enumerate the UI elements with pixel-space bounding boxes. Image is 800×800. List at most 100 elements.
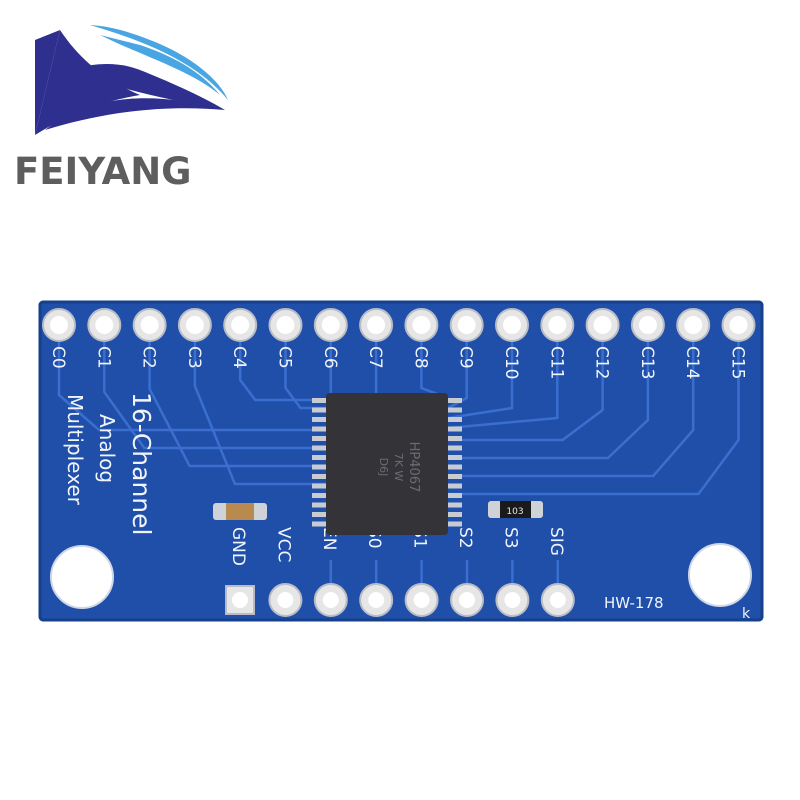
- label-c0: C0: [48, 346, 68, 369]
- trace-c10: [447, 340, 514, 420]
- chip-leg-left: [312, 436, 328, 441]
- board-title-line2: Analog: [95, 414, 119, 483]
- chip-leg-right: [446, 407, 462, 413]
- label-c10: C10: [501, 346, 521, 380]
- pad-hole-vcc: [277, 592, 294, 608]
- pad-hole-c4: [231, 316, 250, 334]
- chip-leg-left: [312, 474, 328, 479]
- chip-leg-left: [312, 483, 328, 489]
- trace-c2: [148, 340, 326, 468]
- label-s2: S2: [455, 527, 475, 549]
- trace-c13: [448, 340, 650, 460]
- label-c2: C2: [139, 346, 159, 369]
- chip-leg-left: [312, 426, 328, 432]
- pad-hole-en: [322, 592, 339, 608]
- chip: HP4067 7K W D6J: [312, 393, 462, 535]
- label-c7: C7: [365, 346, 385, 369]
- label-c14: C14: [682, 346, 702, 380]
- label-c6: C6: [320, 346, 340, 369]
- chip-leg-right: [446, 493, 462, 498]
- chip-leg-left: [312, 417, 328, 422]
- pad-hole-c2: [140, 316, 159, 334]
- label-c15: C15: [728, 346, 748, 380]
- mounting-holes: [50, 543, 752, 609]
- board-title-line1: 16-Channel: [127, 392, 156, 535]
- resistor-label: 103: [506, 507, 523, 517]
- label-c9: C9: [456, 346, 476, 369]
- chip-leg-right: [446, 436, 462, 441]
- feiyang-logo-icon: [35, 25, 228, 135]
- pad-hole-c8: [412, 316, 431, 334]
- chip-leg-left: [312, 521, 328, 527]
- pad-hole-c15: [729, 316, 748, 334]
- capacitor: [213, 503, 267, 520]
- chip-leg-right: [446, 512, 462, 517]
- board-title-line3: Multiplexer: [63, 394, 87, 506]
- chip-leg-right: [446, 464, 462, 470]
- chip-leg-right: [446, 455, 462, 460]
- pad-hole-s0: [368, 592, 385, 608]
- label-c1: C1: [93, 346, 113, 369]
- brand-name: FEIYANG: [14, 150, 192, 193]
- pad-hole-s2: [459, 592, 475, 608]
- chip-leg-right: [446, 398, 462, 403]
- chip-leg-left: [312, 493, 328, 498]
- pad-hole-c6: [321, 316, 340, 334]
- chip-leg-right: [446, 426, 462, 432]
- mounting-hole-right: [688, 543, 752, 607]
- chip-leg-left: [312, 502, 328, 508]
- pad-hole-c12: [593, 316, 612, 334]
- label-gnd: GND: [228, 527, 248, 566]
- chip-leg-left: [312, 407, 328, 413]
- pad-hole-c5: [276, 316, 295, 334]
- label-c4: C4: [229, 346, 249, 369]
- trace-c11: [447, 340, 559, 430]
- pad-hole-s3: [504, 592, 521, 608]
- trace-c3: [193, 340, 326, 486]
- label-c8: C8: [410, 346, 430, 369]
- chip-marking-3: D6J: [377, 458, 390, 477]
- board-model-label: HW-178: [604, 594, 664, 612]
- pad-hole-c1: [95, 316, 114, 334]
- trace-c14: [448, 340, 695, 478]
- pad-hole-c14: [684, 316, 703, 334]
- pad-hole-gnd: [232, 592, 248, 608]
- trace-c12: [448, 340, 604, 442]
- chip-leg-right: [446, 521, 462, 527]
- pad-hole-c13: [638, 316, 657, 334]
- pad-hole-c3: [185, 316, 204, 334]
- chip-body: [326, 393, 448, 535]
- chip-leg-right: [446, 474, 462, 479]
- chip-leg-right: [446, 445, 462, 451]
- trace-c1: [103, 340, 326, 450]
- chip-leg-right: [446, 483, 462, 489]
- pad-hole-c0: [50, 316, 68, 334]
- chip-leg-right: [446, 502, 462, 508]
- corner-mark: k: [742, 606, 751, 622]
- chip-marking-1: HP4067: [406, 442, 421, 493]
- pad-hole-c11: [548, 316, 567, 334]
- chip-leg-left: [312, 512, 328, 517]
- trace-c9: [447, 340, 468, 410]
- chip-leg-left: [312, 464, 328, 470]
- chip-leg-right: [446, 417, 462, 422]
- pad-hole-s1: [413, 592, 430, 608]
- label-s3: S3: [500, 527, 520, 549]
- mounting-hole-left: [50, 545, 114, 609]
- trace-c15: [448, 340, 740, 496]
- label-vcc: VCC: [273, 527, 293, 562]
- resistor: 103: [488, 501, 543, 518]
- chip-leg-left: [312, 398, 328, 403]
- chip-leg-left: [312, 445, 328, 451]
- pad-hole-c10: [503, 316, 521, 334]
- label-sig: SIG: [546, 527, 566, 556]
- chip-leg-left: [312, 455, 328, 460]
- pad-hole-c9: [457, 316, 476, 334]
- trace-c4: [238, 340, 326, 402]
- label-c3: C3: [184, 346, 204, 369]
- label-c13: C13: [637, 346, 657, 380]
- pad-hole-c7: [367, 316, 386, 334]
- label-c12: C12: [592, 346, 612, 380]
